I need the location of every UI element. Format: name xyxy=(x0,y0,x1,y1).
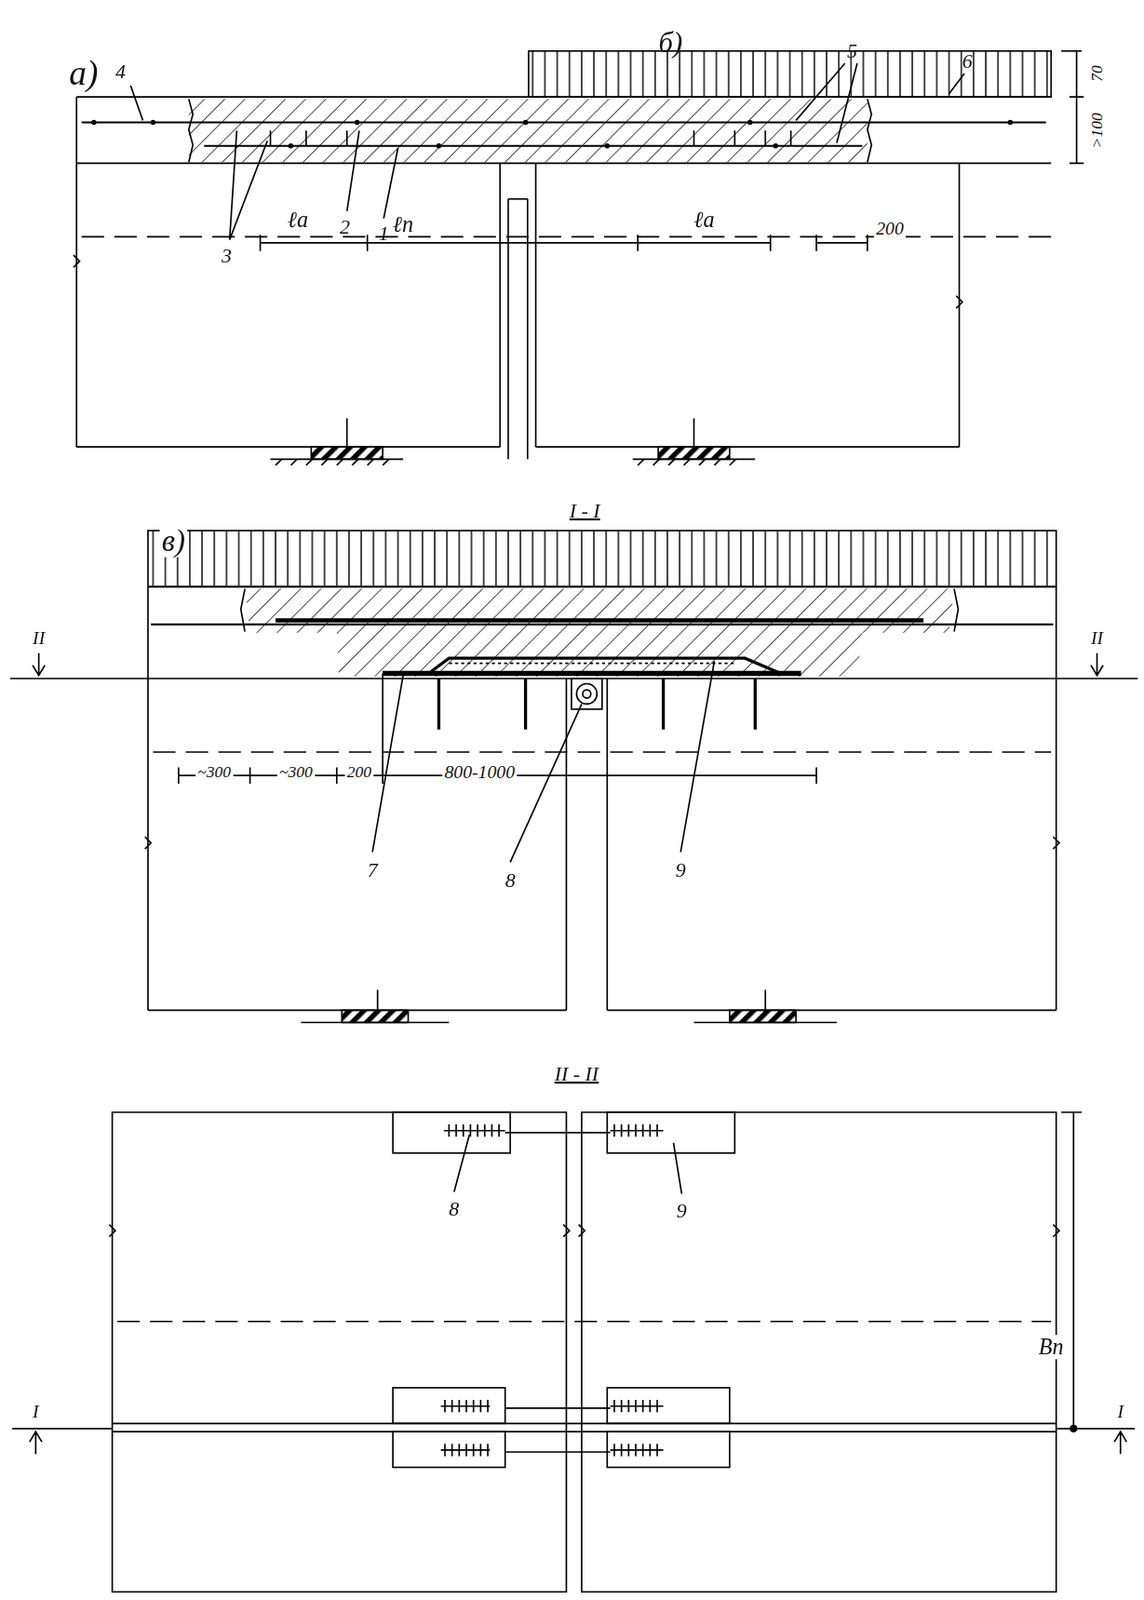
section-mark: II - II xyxy=(551,1062,601,1085)
dimension: Вп xyxy=(1036,1334,1066,1360)
callout-number: 8 xyxy=(446,1197,461,1220)
dimension: ℓa xyxy=(285,208,310,233)
dimension: ℓп xyxy=(390,212,416,237)
callout-number: 3 xyxy=(219,243,234,267)
section-mark: II xyxy=(30,627,48,648)
section-mark: I - I xyxy=(567,498,603,522)
section-mark: I xyxy=(30,1400,41,1422)
dimension: 70 xyxy=(1088,63,1107,84)
callout-number: 2 xyxy=(337,215,352,238)
callout-number: 8 xyxy=(502,868,517,891)
callout-number: 4 xyxy=(113,60,128,83)
view-letter: а) xyxy=(67,54,100,92)
callout-number: 7 xyxy=(364,858,379,881)
callout-number: 9 xyxy=(674,1198,689,1222)
callout-number: 6 xyxy=(960,50,975,73)
callout-number: 5 xyxy=(845,40,860,63)
view-letter: в) xyxy=(160,524,189,557)
dimension: 200 xyxy=(874,218,906,240)
dimension: >100 xyxy=(1088,110,1107,151)
dimension: 200 xyxy=(345,763,375,782)
view-letter: б) xyxy=(656,27,685,59)
dimension: ℓa xyxy=(691,208,716,233)
callout-number: 1 xyxy=(376,221,391,244)
dimension: ~300 xyxy=(277,763,315,782)
section-mark: I xyxy=(1115,1400,1126,1422)
callout-number: 9 xyxy=(673,858,688,881)
dimension: 800-1000 xyxy=(442,762,517,783)
dimension: ~300 xyxy=(195,763,233,782)
section-mark: II xyxy=(1089,627,1106,648)
